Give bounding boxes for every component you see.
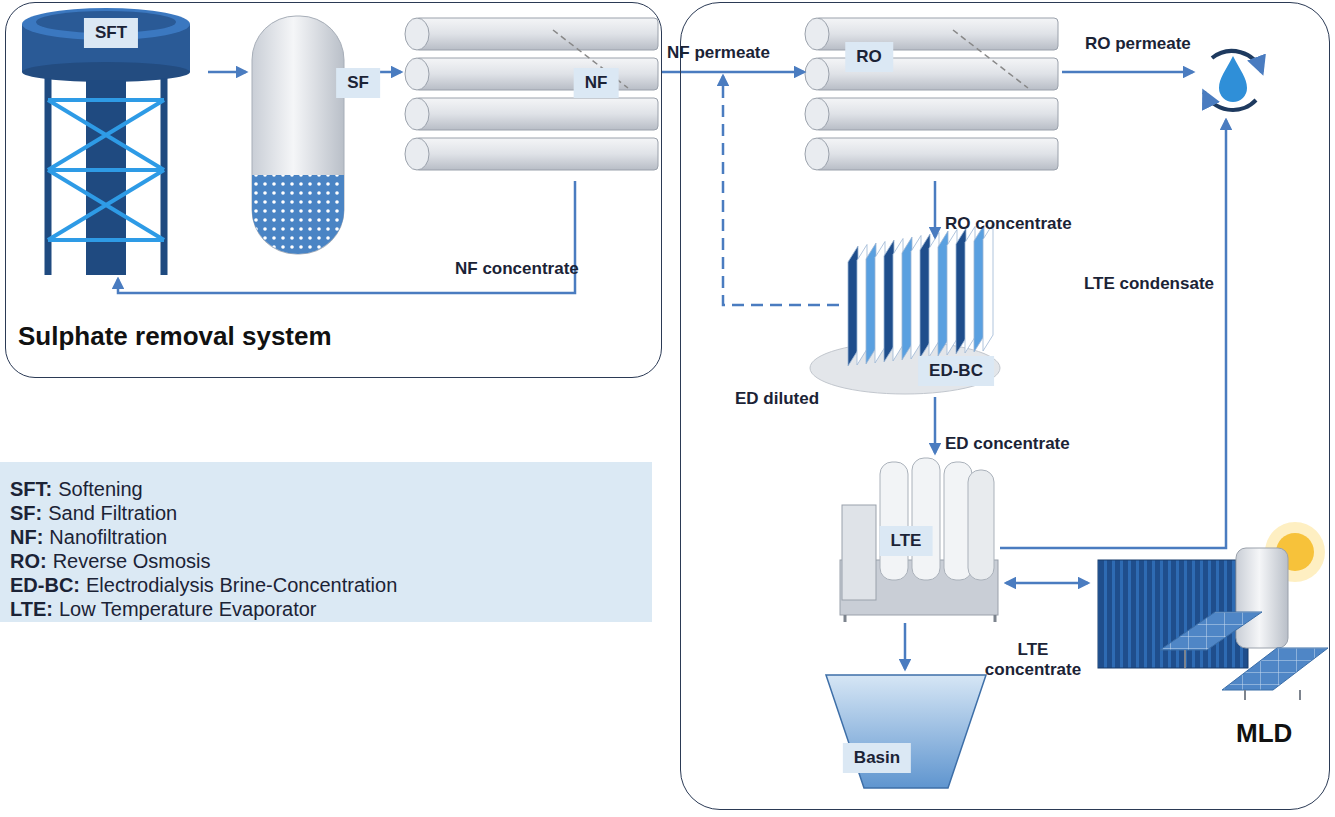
- legend-abbreviation: SF:: [10, 502, 42, 525]
- flow-label: RO concentrate: [945, 214, 1072, 234]
- legend-abbreviation: RO:: [10, 550, 47, 573]
- legend-definition: Electrodialysis Brine-Concentration: [86, 574, 397, 597]
- unit-tag: NF: [574, 68, 619, 98]
- flow-arrow: [904, 623, 907, 669]
- sand-filter: SF: [246, 13, 356, 258]
- flow-arrow: [208, 71, 246, 74]
- flow-label: NF permeate: [667, 43, 770, 63]
- flow-label: ED concentrate: [945, 434, 1070, 454]
- legend-definition: Sand Filtration: [48, 502, 177, 525]
- flow-arrow: [723, 76, 839, 305]
- panel-heading: Sulphate removal system: [18, 321, 332, 352]
- unit-tag: RO: [845, 42, 893, 72]
- panel-heading: MLD: [1236, 718, 1292, 749]
- reverse-osmosis-unit: RO: [804, 15, 1063, 181]
- brine-basin: Basin: [823, 669, 991, 793]
- flow-label: LTE condensate: [1084, 274, 1214, 294]
- legend-abbreviation: SFT:: [10, 478, 52, 501]
- electrodialysis-stack: ED-BC: [809, 237, 1003, 397]
- unit-tag: ED-BC: [918, 356, 994, 386]
- legend-definition: Softening: [58, 478, 143, 501]
- flow-label: ED diluted: [735, 389, 819, 409]
- legend-definition: Reverse Osmosis: [53, 550, 211, 573]
- flow-arrow: [661, 71, 804, 74]
- evaporator-unit: LTE: [837, 453, 1001, 623]
- legend-abbreviation: NF:: [10, 526, 43, 549]
- unit-tag: LTE: [880, 526, 933, 556]
- legend-definition: Nanofiltration: [49, 526, 167, 549]
- unit-tag: SF: [336, 68, 380, 98]
- legend-abbreviation: ED-BC:: [10, 574, 80, 597]
- flow-label: RO permeate: [1085, 34, 1191, 54]
- flow-label: LTE concentrate: [983, 640, 1083, 680]
- legend-definition: Low Temperature Evaporator: [59, 598, 317, 621]
- legend-abbreviation: LTE:: [10, 598, 53, 621]
- flow-arrow: [934, 397, 937, 453]
- nanofiltration-unit: NF: [401, 15, 661, 181]
- flow-arrow: [934, 181, 937, 237]
- flow-label: NF concentrate: [455, 259, 579, 279]
- unit-tag: SFT: [84, 18, 138, 48]
- softening-tower: SFT: [16, 6, 208, 279]
- system-panel: Sulphate removal system SFT SF NF: [5, 2, 662, 378]
- unit-tag: Basin: [843, 743, 911, 773]
